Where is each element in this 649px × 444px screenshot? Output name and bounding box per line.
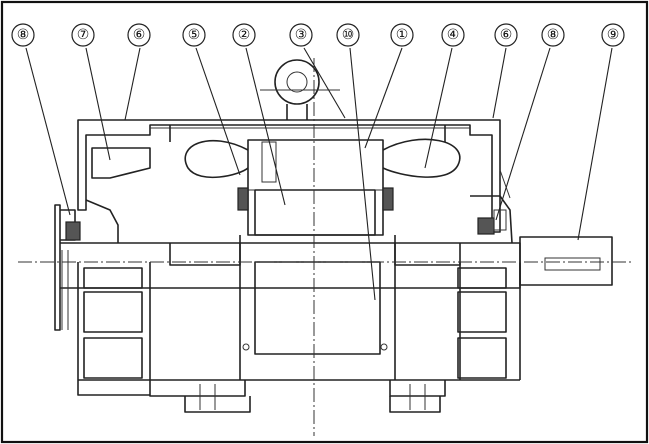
callout-7: ⑦ [71, 23, 95, 47]
svg-text:⑤: ⑤ [188, 27, 201, 43]
callout-10: ⑩ [336, 23, 360, 47]
cooling-fan [91, 147, 151, 179]
callout-6-right: ⑥ [494, 23, 518, 47]
left-bearing-blocks [83, 267, 143, 379]
stator-core [247, 139, 384, 236]
stator-winding [184, 138, 461, 179]
svg-text:⑩: ⑩ [342, 27, 355, 43]
svg-text:⑧: ⑧ [17, 27, 30, 43]
callout-labels: ⑧ ⑦ ⑥ ⑤ ② ③ ⑩ ① [11, 23, 625, 47]
svg-text:⑦: ⑦ [77, 27, 90, 43]
callout-9: ⑨ [601, 23, 625, 47]
right-bearing-blocks [457, 267, 507, 379]
callout-1: ① [390, 23, 414, 47]
svg-text:⑥: ⑥ [500, 27, 513, 43]
callout-2: ② [232, 23, 256, 47]
svg-text:⑥: ⑥ [133, 27, 146, 43]
callout-4: ④ [441, 23, 465, 47]
rotor [237, 187, 394, 236]
svg-text:①: ① [396, 27, 409, 43]
callout-6-left: ⑥ [127, 23, 151, 47]
svg-text:⑧: ⑧ [547, 27, 560, 43]
lower-frame [149, 235, 461, 380]
left-end-bracket [54, 199, 119, 331]
motor-housing [77, 119, 521, 413]
svg-text:④: ④ [447, 27, 460, 43]
callout-8-right: ⑧ [541, 23, 565, 47]
callout-8-left: ⑧ [11, 23, 35, 47]
eye-bolt [260, 59, 340, 120]
svg-text:⑨: ⑨ [607, 27, 620, 43]
leader-lines [25, 47, 613, 301]
right-end-bracket [470, 169, 513, 244]
callout-3: ③ [289, 23, 313, 47]
svg-text:②: ② [238, 27, 251, 43]
svg-text:③: ③ [295, 27, 308, 43]
callout-5: ⑤ [182, 23, 206, 47]
